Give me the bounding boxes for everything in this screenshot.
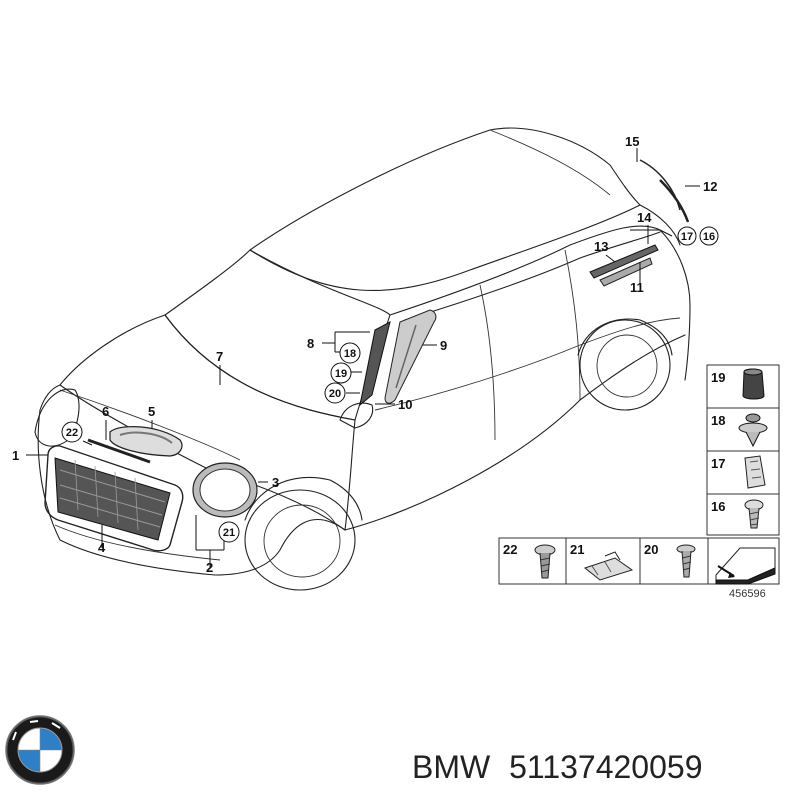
- roof-strip-15: [639, 159, 681, 211]
- svg-text:18: 18: [344, 348, 356, 360]
- front-grille: [44, 445, 184, 552]
- legend-item-mat: [715, 547, 776, 585]
- legend-item-21: 21: [570, 542, 634, 581]
- circled-callout-19: 19: [330, 362, 352, 384]
- svg-text:22: 22: [66, 427, 78, 439]
- callout-10: 10: [398, 397, 412, 412]
- hood-scoop: [109, 426, 183, 457]
- legend-item-16: 16: [711, 499, 764, 529]
- svg-text:19: 19: [335, 368, 347, 380]
- bottom-legend: 22 21 20: [498, 537, 780, 585]
- caption-brand: BMW: [412, 749, 491, 785]
- callout-labels: 1 2 3 4 5 6 7 8 9 10 11 12 13 14 15: [12, 134, 717, 575]
- parts: [44, 159, 690, 552]
- callout-8: 8: [307, 336, 314, 351]
- circled-callout-16: 16: [699, 226, 719, 246]
- hood-trim-strip: [87, 438, 151, 464]
- bmw-roundel-icon: [5, 715, 75, 785]
- rear-window-trim-upper: [589, 244, 659, 279]
- svg-text:19: 19: [711, 370, 725, 385]
- callout-2: 2: [206, 560, 213, 575]
- svg-text:16: 16: [703, 231, 715, 243]
- callout-12: 12: [703, 179, 717, 194]
- callout-11: 11: [630, 280, 644, 295]
- roof-strip-12: [659, 179, 690, 223]
- callout-13: 13: [594, 239, 608, 254]
- svg-text:21: 21: [223, 527, 235, 539]
- legend-item-22: 22: [503, 542, 556, 579]
- circled-callout-20: 20: [324, 382, 346, 404]
- side-legend: 19 18 17 16: [706, 364, 780, 536]
- legend-item-19: 19: [711, 368, 765, 400]
- callout-7: 7: [216, 349, 223, 364]
- legend-item-20: 20: [644, 542, 696, 578]
- circled-callout-18: 18: [339, 342, 361, 364]
- rear-wheel: [577, 318, 673, 411]
- leader-lines: [26, 148, 700, 568]
- svg-text:17: 17: [681, 231, 693, 243]
- a-pillar-cover: [384, 309, 437, 404]
- callout-6: 6: [102, 404, 109, 419]
- circled-callout-21: 21: [218, 521, 240, 543]
- callout-15: 15: [625, 134, 639, 149]
- callout-1: 1: [12, 448, 19, 463]
- svg-text:22: 22: [503, 542, 517, 557]
- callout-14: 14: [637, 210, 652, 225]
- caption-part-number: 51137420059: [509, 749, 702, 785]
- circled-callouts: 16 17 18 19 20 21 22: [61, 226, 719, 543]
- svg-text:17: 17: [711, 456, 725, 471]
- reference-number: 456596: [729, 588, 766, 600]
- callout-9: 9: [440, 338, 447, 353]
- caption: BMW 51137420059: [412, 749, 702, 785]
- front-wheel: [244, 476, 363, 591]
- a-pillar-trim: [359, 321, 391, 407]
- headlamp-ring: [192, 462, 258, 518]
- circled-callout-17: 17: [677, 226, 697, 246]
- circled-callout-22: 22: [61, 421, 83, 443]
- svg-text:18: 18: [711, 413, 725, 428]
- svg-text:20: 20: [329, 388, 341, 400]
- legend-item-17: 17: [711, 455, 766, 489]
- svg-text:20: 20: [644, 542, 658, 557]
- legend-item-18: 18: [711, 413, 768, 448]
- svg-text:21: 21: [570, 542, 584, 557]
- car-outline: [34, 127, 691, 591]
- callout-4: 4: [98, 540, 106, 555]
- callout-5: 5: [148, 404, 155, 419]
- callout-3: 3: [272, 475, 279, 490]
- rear-window-trim-lower: [599, 257, 653, 287]
- svg-text:16: 16: [711, 499, 725, 514]
